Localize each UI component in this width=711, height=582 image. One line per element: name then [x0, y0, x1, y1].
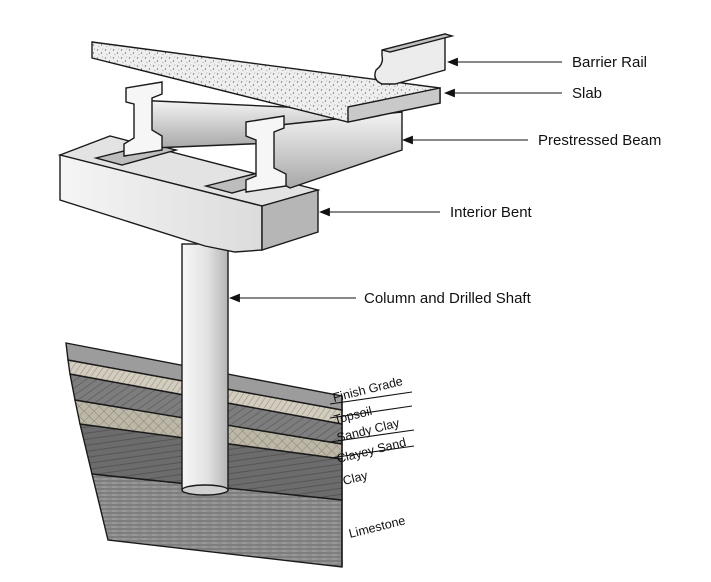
- interior-bent-label: Interior Bent: [450, 204, 533, 221]
- finish-grade-label: Finish Grade: [331, 374, 404, 405]
- column-label: Column and Drilled Shaft: [364, 290, 532, 307]
- barrier-rail-label: Barrier Rail: [572, 54, 647, 71]
- callout-leaders: [228, 57, 562, 459]
- clay-label: Clay: [341, 468, 369, 488]
- prestressed-beam-label: Prestressed Beam: [538, 132, 661, 149]
- column-drilled-shaft: [181, 243, 229, 496]
- beam-2-end: [245, 115, 287, 193]
- barrier-rail: [374, 33, 455, 85]
- limestone-label: Limestone: [347, 513, 406, 541]
- slab-label: Slab: [572, 85, 602, 102]
- beam-1-end: [123, 81, 163, 157]
